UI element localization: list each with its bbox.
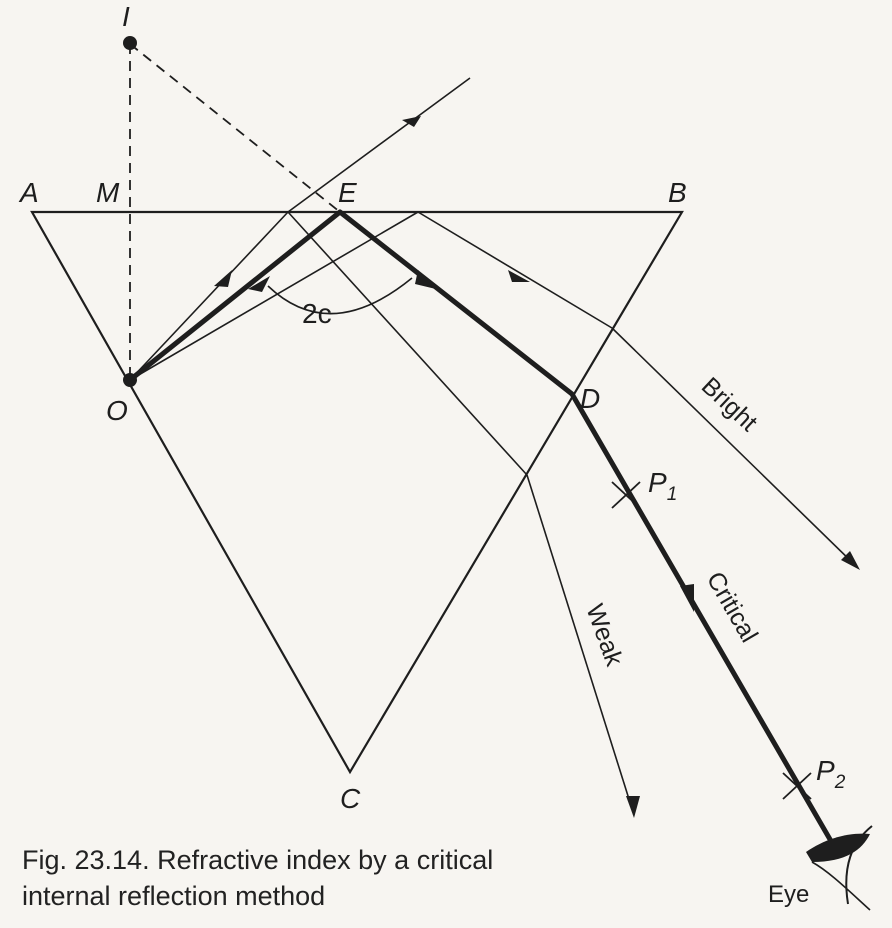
ray-O-to-right-point [129,211,419,381]
ray-critical-arrow-ED [415,270,440,290]
angle-2c-arc [267,277,413,315]
label-eye: Eye [768,881,809,908]
label-P1: P1 [648,467,677,505]
ray-emergent-top [287,77,471,213]
label-O: O [106,395,128,426]
ray-critical-arrow-OE [248,276,270,292]
label-E: E [338,177,357,208]
ray-bright-arrow-inside [508,270,530,282]
prism-triangle [30,210,684,775]
ray-O-to-left-point [129,211,289,381]
ray-weak-emergent [526,474,635,816]
label-2c: 2c [302,298,332,329]
ray-bright-internal [417,211,613,329]
ray-weak-arrow [626,796,640,818]
figure-caption: Fig. 23.14. Refractive index by a critic… [22,842,662,914]
pin-P1-marker [611,481,641,509]
caption-line-2: internal reflection method [22,881,326,911]
label-P2: P2 [816,755,846,793]
ray-emergent-top-arrow [402,116,421,127]
label-D: D [580,383,600,414]
label-C: C [340,783,361,814]
ray-bright-arrow-end [841,551,860,570]
label-weak-ray: Weak [580,600,628,670]
dashed-line-IE [129,43,341,213]
ray-weak-internal [287,211,528,476]
ray-critical-arrow-DEye [680,584,694,612]
label-bright-ray: Bright [696,372,763,437]
ray-bright-emergent [611,327,859,569]
point-I [123,36,137,50]
eye-icon [806,825,873,911]
label-A: A [18,177,39,208]
label-B: B [668,177,687,208]
caption-line-1: Fig. 23.14. Refractive index by a critic… [22,845,494,875]
point-O [123,373,137,387]
pin-P2-marker [782,772,812,800]
label-I: I [122,1,130,32]
ray-critical-path [128,209,838,850]
label-M: M [96,177,120,208]
ray-O-left-arrow [214,270,232,287]
